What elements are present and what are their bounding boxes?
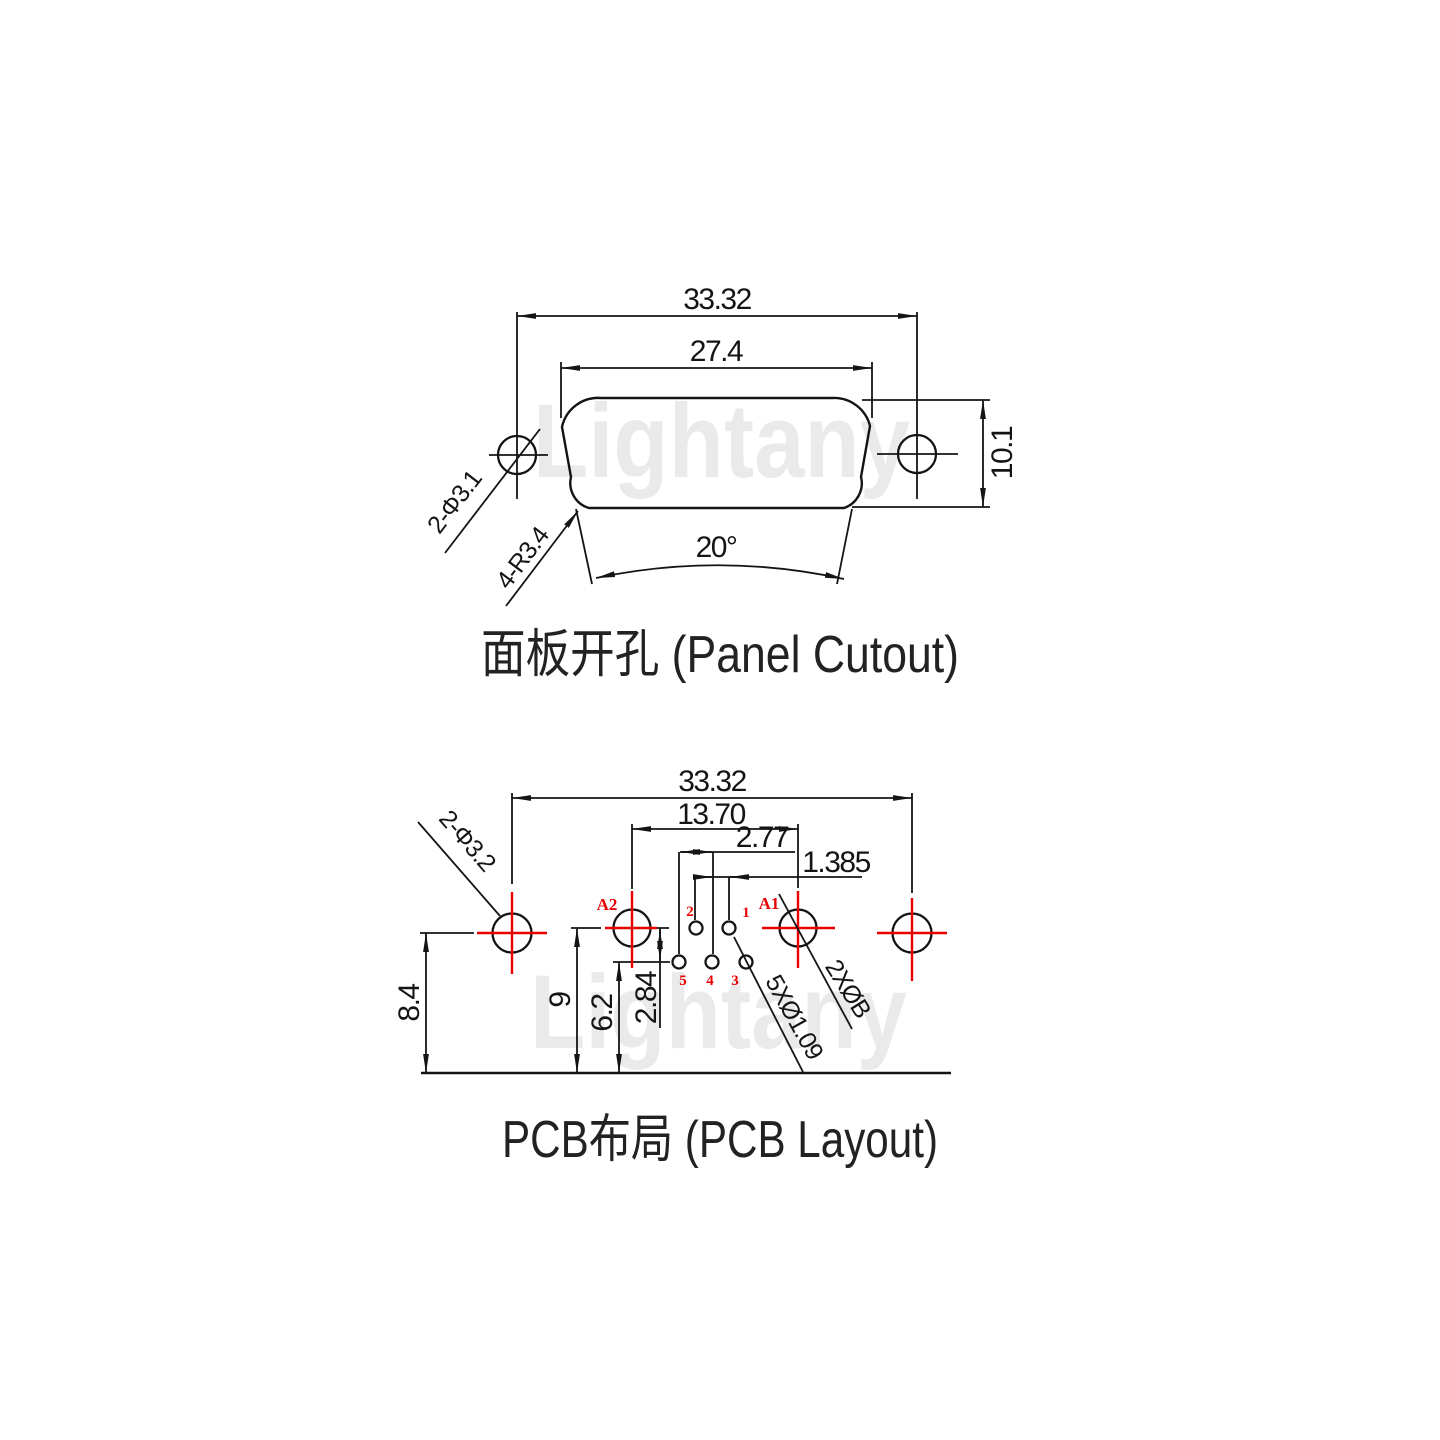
pcb-dim-9: 9	[544, 992, 577, 1008]
watermark-top: Lightany	[533, 383, 910, 500]
pcb-pin-2	[688, 920, 704, 936]
pcb-pins-leader-line	[733, 936, 804, 1073]
pcb-holes-leader-line	[417, 821, 501, 917]
pcb-dim-2.77: 2.77	[736, 821, 789, 854]
pcb-pin-3	[738, 954, 754, 970]
pcb-holes-label: 2-Φ3.2	[433, 805, 501, 877]
pcb-label-a2: A2	[597, 895, 618, 914]
pcb-pin-1	[721, 920, 737, 936]
pcb-dim-2.84: 2.84	[630, 971, 663, 1024]
pcb-coax-leader-line	[778, 893, 853, 1030]
panel-radius-leader-line	[505, 510, 579, 607]
pcb-pin-number-3: 3	[731, 973, 739, 989]
pcb-dim-33.32: 33.32	[678, 765, 746, 798]
watermark-bottom: Lightany	[530, 954, 907, 1071]
panel-holes-label: 2-Φ3.1	[422, 465, 487, 538]
panel-holes-leader-line	[444, 428, 541, 554]
pcb-layout-title: PCB布局 (PCB Layout)	[502, 1111, 938, 1169]
panel-cutout-view: Lightany 33.32 27.4 10.1 20° 2-Φ3.1	[422, 283, 1019, 684]
panel-angle-arc	[595, 564, 845, 580]
panel-dim-33.32: 33.32	[683, 283, 751, 316]
pcb-pin-5	[671, 954, 687, 970]
panel-dim-27.4: 27.4	[690, 335, 743, 368]
pcb-pin-number-4: 4	[706, 973, 714, 989]
panel-cutout-title: 面板开孔 (Panel Cutout)	[481, 626, 959, 684]
pcb-pin-number-5: 5	[679, 973, 687, 989]
pcb-pin-4	[704, 954, 720, 970]
pcb-dim-13.70: 13.70	[677, 798, 745, 831]
pcb-dim-1.385: 1.385	[802, 846, 870, 879]
dsub-cutout-outline	[560, 396, 872, 510]
panel-dim-10.1: 10.1	[986, 426, 1019, 479]
pcb-layout-view: Lightany 33.32 13.70 2.77 1.385 8.4	[393, 765, 951, 1169]
panel-dim-angle: 20°	[696, 531, 737, 564]
pcb-pin-number-1: 1	[742, 905, 750, 921]
pcb-pin-number-2: 2	[686, 904, 694, 920]
pcb-label-a1: A1	[759, 894, 780, 913]
pcb-dim-6.2: 6.2	[586, 994, 619, 1032]
pcb-dim-8.4: 8.4	[393, 984, 426, 1022]
